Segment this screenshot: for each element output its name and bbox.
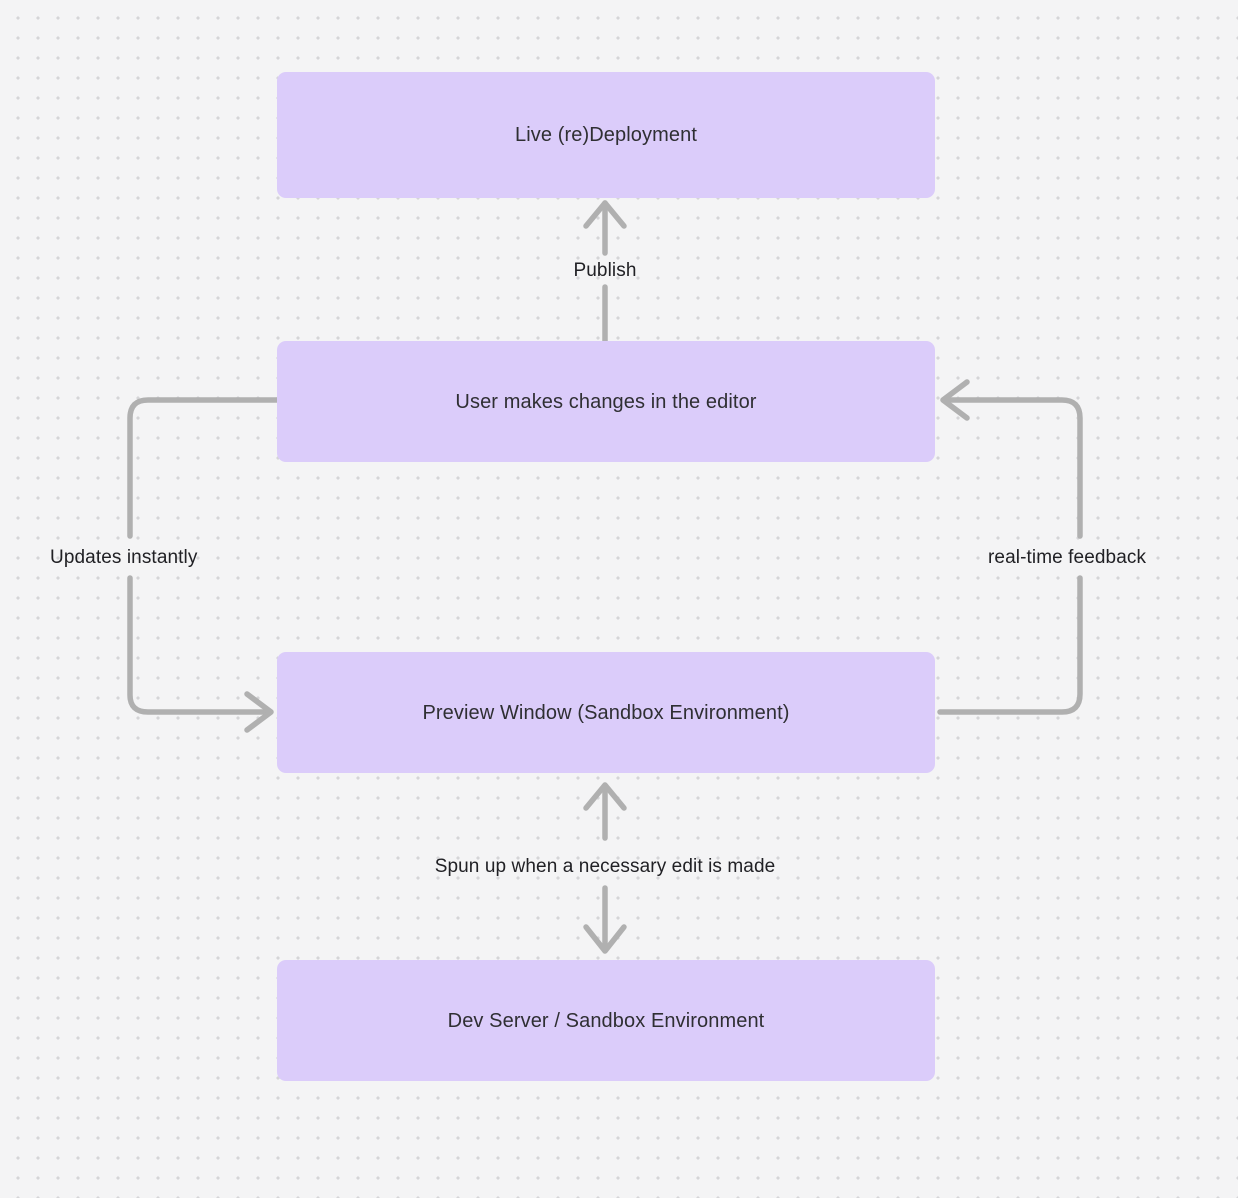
edge-label-publish: Publish (573, 260, 637, 281)
edge-label-spun-up: Spun up when a necessary edit is made (434, 856, 776, 877)
node-live-deployment-label: Live (re)Deployment (515, 124, 697, 146)
node-user-edits[interactable]: User makes changes in the editor (277, 341, 935, 462)
node-live-deployment[interactable]: Live (re)Deployment (277, 72, 935, 198)
node-dev-server-label: Dev Server / Sandbox Environment (447, 1009, 765, 1032)
node-preview-window-label: Preview Window (Sandbox Environment) (422, 701, 790, 724)
node-user-edits-label: User makes changes in the editor (455, 390, 757, 413)
edge-label-updates-instantly: Updates instantly (50, 547, 198, 568)
node-dev-server[interactable]: Dev Server / Sandbox Environment (277, 960, 935, 1081)
node-preview-window[interactable]: Preview Window (Sandbox Environment) (277, 652, 935, 773)
edge-label-real-time-feedback: real-time feedback (988, 547, 1147, 568)
